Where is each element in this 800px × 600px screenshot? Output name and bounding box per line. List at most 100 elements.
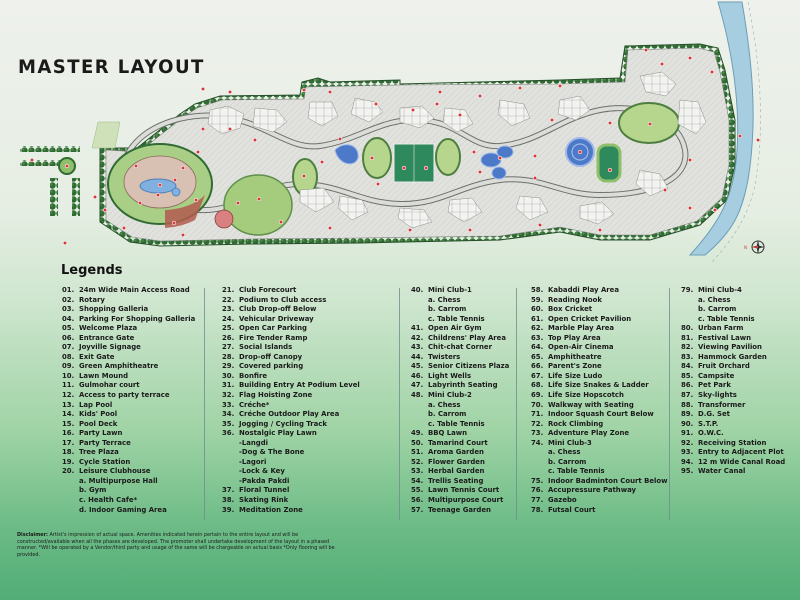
legend-item: 37.Floral Tunnel xyxy=(222,486,360,496)
legend-item: 63.Top Play Area xyxy=(531,334,667,344)
column-divider xyxy=(399,288,400,520)
legend-subitem: a. Chess xyxy=(411,296,509,306)
legend-number xyxy=(222,477,239,487)
legend-label: Pool Deck xyxy=(79,419,118,428)
legend-label: Rock Climbing xyxy=(548,419,604,428)
legend-label: Rotary xyxy=(79,295,105,304)
legend-number: 46. xyxy=(411,371,424,380)
legend-label: Indoor Squash Court Below xyxy=(548,410,654,419)
legend-item: 10.Lawn Mound xyxy=(62,372,195,382)
legend-label: Jogging / Cycling Track xyxy=(239,419,327,428)
legend-number xyxy=(531,458,548,468)
legend-item: 66.Parent's Zone xyxy=(531,362,667,372)
legend-label: c. Table Tennis xyxy=(428,419,485,428)
legend-item: 14.Kids' Pool xyxy=(62,410,195,420)
legend-number: 67. xyxy=(531,371,544,380)
legend-markers xyxy=(29,47,761,246)
legend-number: 68. xyxy=(531,381,544,390)
legend-number: 36. xyxy=(222,429,235,438)
legend-item: 64.Open-Air Cinema xyxy=(531,343,667,353)
legend-label: Gazebo xyxy=(548,496,577,505)
legend-item: 84.Fruit Orchard xyxy=(681,362,785,372)
legend-item: 83.Hammock Garden xyxy=(681,353,785,363)
legend-label: Fire Tender Ramp xyxy=(239,333,308,342)
column-divider xyxy=(204,288,205,520)
legend-item: 69.Life Size Hopscotch xyxy=(531,391,667,401)
legend-label: Festival Lawn xyxy=(698,333,752,342)
legend-item: 58.Kabaddi Play Area xyxy=(531,286,667,296)
legend-number: 53. xyxy=(411,467,424,476)
legend-label: Labyrinth Seating xyxy=(428,381,498,390)
legend-item: 92.Receiving Station xyxy=(681,439,785,449)
legend-item: 77.Gazebo xyxy=(531,496,667,506)
legend-label: Parking For Shopping Galleria xyxy=(79,314,196,323)
master-plan-map: N xyxy=(20,1,765,263)
legend-number: 87. xyxy=(681,391,694,400)
legend-label: b. Carrom xyxy=(428,410,467,419)
legend-subitem: c. Table Tennis xyxy=(681,315,785,325)
legend-label: b. Gym xyxy=(79,486,107,495)
legend-number xyxy=(411,410,428,420)
legend-label: Social Islands xyxy=(239,343,293,352)
legend-label: Shopping Galleria xyxy=(79,305,149,314)
legend-number: 11. xyxy=(62,381,75,390)
legend-label: Childrens' Play Area xyxy=(428,333,507,342)
legend-label: Adventure Play Zone xyxy=(548,429,630,438)
legend-number xyxy=(62,477,79,487)
legend-number: 39. xyxy=(222,505,235,514)
legend-label: Floral Tunnel xyxy=(239,486,290,495)
legend-item: 06.Entrance Gate xyxy=(62,334,195,344)
legend-number: 95. xyxy=(681,467,694,476)
legend-subitem: b. Carrom xyxy=(411,410,509,420)
legend-label: Teenage Garden xyxy=(428,505,491,514)
legend-label: Open-Air Cinema xyxy=(548,343,614,352)
legend-item: 94.12 m Wide Canal Road xyxy=(681,458,785,468)
legend-number: 02. xyxy=(62,295,75,304)
legend-item: 93.Entry to Adjacent Plot xyxy=(681,448,785,458)
legend-item: 04. Parking For Shopping Galleria xyxy=(62,315,195,325)
legend-number xyxy=(411,305,428,315)
legend-item: 61.Open Cricket Pavilion xyxy=(531,315,667,325)
legend-item: 38.Skating Rink xyxy=(222,496,360,506)
legend-label: Mini Club-2 xyxy=(428,391,472,400)
legend-number xyxy=(411,420,428,430)
legend-label: Walkway with Seating xyxy=(548,400,634,409)
legend-label: Gulmohar court xyxy=(79,381,140,390)
legend-item: 82.Viewing Pavilion xyxy=(681,343,785,353)
legend-number: 33. xyxy=(222,400,235,409)
legend-number: 04. xyxy=(62,314,75,323)
legend-label: Amphitheatre xyxy=(548,352,602,361)
legend-item: 24.Vehicular Driveway xyxy=(222,315,360,325)
legend-label: Leisure Clubhouse xyxy=(79,467,151,476)
legend-number: 32. xyxy=(222,391,235,400)
legend-item: 60.Box Cricket xyxy=(531,305,667,315)
legend-subitem: c. Table Tennis xyxy=(411,420,509,430)
legend-number: 56. xyxy=(411,496,424,505)
legend-subitem: a. Chess xyxy=(531,448,667,458)
legend-number: 50. xyxy=(411,438,424,447)
legend-item: 36.Nostalgic Play Lawn xyxy=(222,429,360,439)
legend-item: 28.Drop-off Canopy xyxy=(222,353,360,363)
legend-label: Flower Garden xyxy=(428,457,485,466)
legend-number: 78. xyxy=(531,505,544,514)
legend-number: 72. xyxy=(531,419,544,428)
legend-number: 83. xyxy=(681,352,694,361)
legend-label: Podium to Club access xyxy=(239,295,327,304)
legend-number: 20. xyxy=(62,467,75,476)
legend-label: Joyville Signage xyxy=(79,343,141,352)
legend-item: 30.Bonfire xyxy=(222,372,360,382)
legend-label: b. Carrom xyxy=(698,305,737,314)
legend-number: 28. xyxy=(222,352,235,361)
legend-item: 46.Light Wells xyxy=(411,372,509,382)
legend-label: Entry to Adjacent Plot xyxy=(698,448,784,457)
legend-item: 59.Reading Nook xyxy=(531,296,667,306)
legend-item: 76.Accupressure Pathway xyxy=(531,486,667,496)
legend-item: 81.Festival Lawn xyxy=(681,334,785,344)
legend-number: 92. xyxy=(681,438,694,447)
legend-item: 79.Mini Club-4 xyxy=(681,286,785,296)
legend-label: Access to party terrace xyxy=(79,391,170,400)
legend-item: 57.Teenage Garden xyxy=(411,506,509,516)
legend-number: 14. xyxy=(62,410,75,419)
legend-number: 22. xyxy=(222,295,235,304)
legend-number: 31. xyxy=(222,381,235,390)
